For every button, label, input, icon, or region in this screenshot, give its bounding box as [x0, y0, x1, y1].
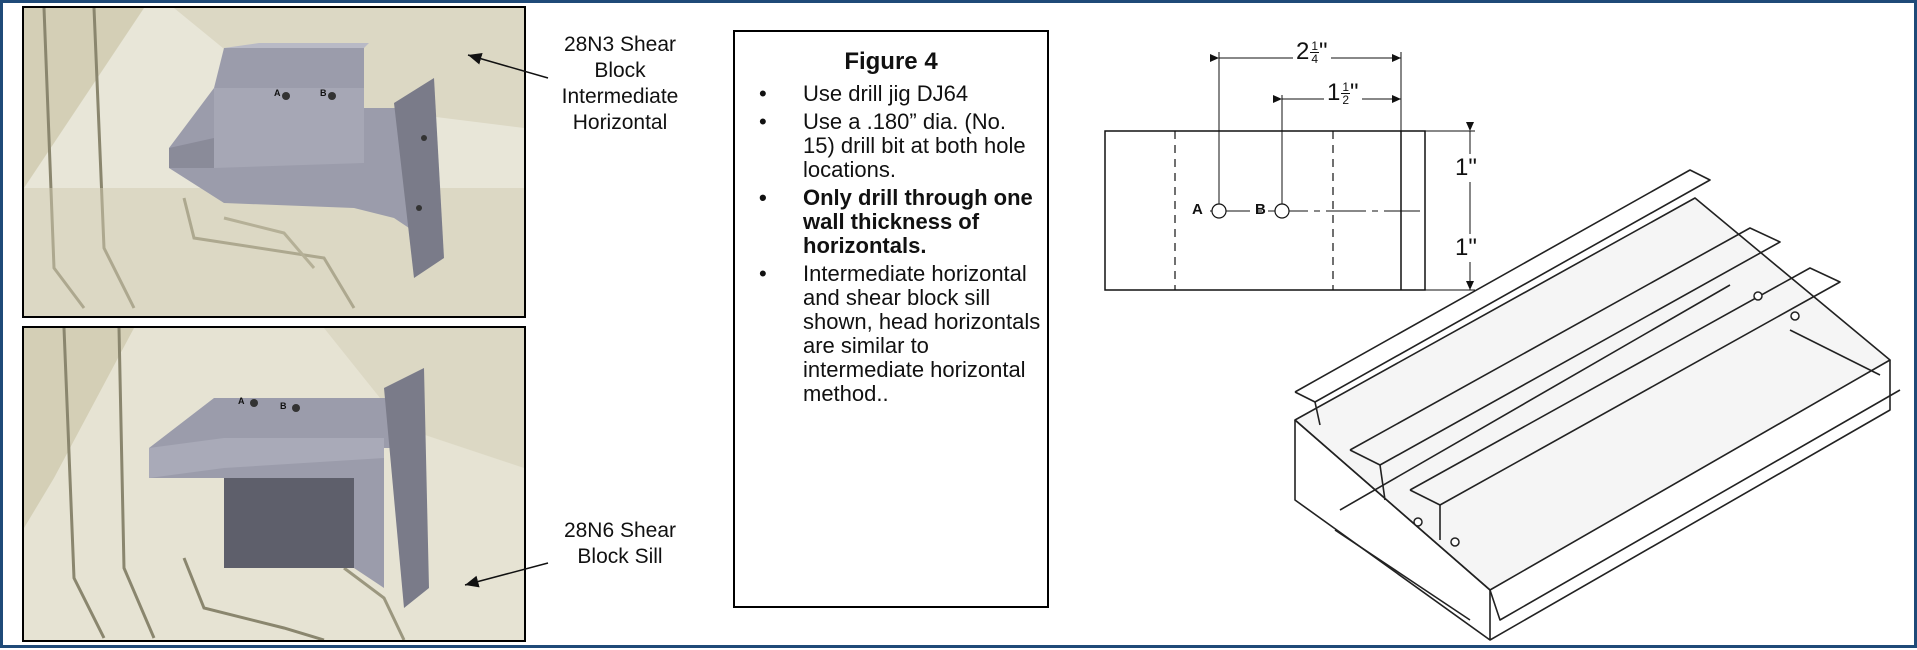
fraction-numerator: 1 — [1341, 79, 1351, 94]
figure-title: Figure 4 — [844, 48, 938, 75]
callout-bottom-line: Block Sill — [577, 545, 663, 568]
photo-intermediate-horizontal: A B — [22, 6, 526, 318]
hole-a — [1211, 203, 1227, 219]
intermediate-horizontal-render — [24, 8, 524, 316]
instruction-item: Only drill through one wall thickness of… — [753, 186, 1043, 258]
dimension-whole: 1 — [1327, 79, 1341, 106]
jig-drawing-svg — [1104, 52, 1901, 641]
callout-top-line: 28N3 Shear — [563, 33, 677, 56]
fraction-denominator: 4 — [1311, 51, 1319, 66]
photo-mark-b: B — [280, 401, 287, 411]
callout-top-leader — [467, 52, 549, 79]
dimension-hole-b-to-edge: 1 1 2 " — [1324, 79, 1362, 107]
instruction-list: Use drill jig DJ64 Use a .180” dia. (No.… — [753, 82, 1043, 410]
dimension-whole: 2 — [1296, 38, 1310, 65]
instruction-item: Use a .180” dia. (No. 15) drill bit at b… — [753, 110, 1043, 182]
photo-mark-b: B — [320, 88, 327, 98]
shear-block-sill-render — [24, 328, 524, 640]
photo-mark-a: A — [238, 396, 245, 406]
dimension-unit: " — [1319, 38, 1328, 65]
instruction-item: Use drill jig DJ64 — [753, 82, 1043, 107]
extrusion-isometric — [1294, 169, 1901, 641]
photo-shear-block-sill: A B — [22, 326, 526, 642]
jig-drawing: 2 1 4 " 1 1 2 " 1" 1" A B — [1090, 30, 1910, 650]
callout-bottom-line: 28N6 Shear — [563, 519, 677, 542]
callout-bottom: 28N6 Shear Block Sill — [545, 518, 695, 570]
dimension-fraction: 1 4 — [1310, 38, 1320, 66]
instruction-item: Intermediate horizontal and shear block … — [753, 262, 1043, 406]
fraction-numerator: 1 — [1310, 38, 1320, 53]
callout-top: 28N3 Shear Block Intermediate Horizontal — [540, 32, 700, 136]
callout-top-line: Intermediate — [561, 85, 679, 108]
fraction-denominator: 2 — [1342, 92, 1350, 107]
callout-top-line: Block — [594, 59, 646, 82]
figure-box: Figure 4 Use drill jig DJ64 Use a .180” … — [733, 30, 1049, 608]
hole-label-a: A — [1192, 201, 1203, 218]
dimension-right-lower: 1" — [1452, 234, 1480, 262]
callout-top-line: Horizontal — [572, 111, 668, 134]
photo-mark-a: A — [274, 88, 281, 98]
callout-bottom-leader — [464, 562, 549, 588]
dimension-hole-to-edge: 2 1 4 " — [1293, 38, 1331, 66]
dimension-fraction: 1 2 — [1341, 79, 1351, 107]
hole-label-b: B — [1255, 201, 1266, 218]
dimension-right-upper: 1" — [1452, 154, 1480, 182]
dimension-unit: " — [1350, 79, 1359, 106]
jig-outline — [1104, 130, 1426, 291]
hole-b — [1274, 203, 1290, 219]
